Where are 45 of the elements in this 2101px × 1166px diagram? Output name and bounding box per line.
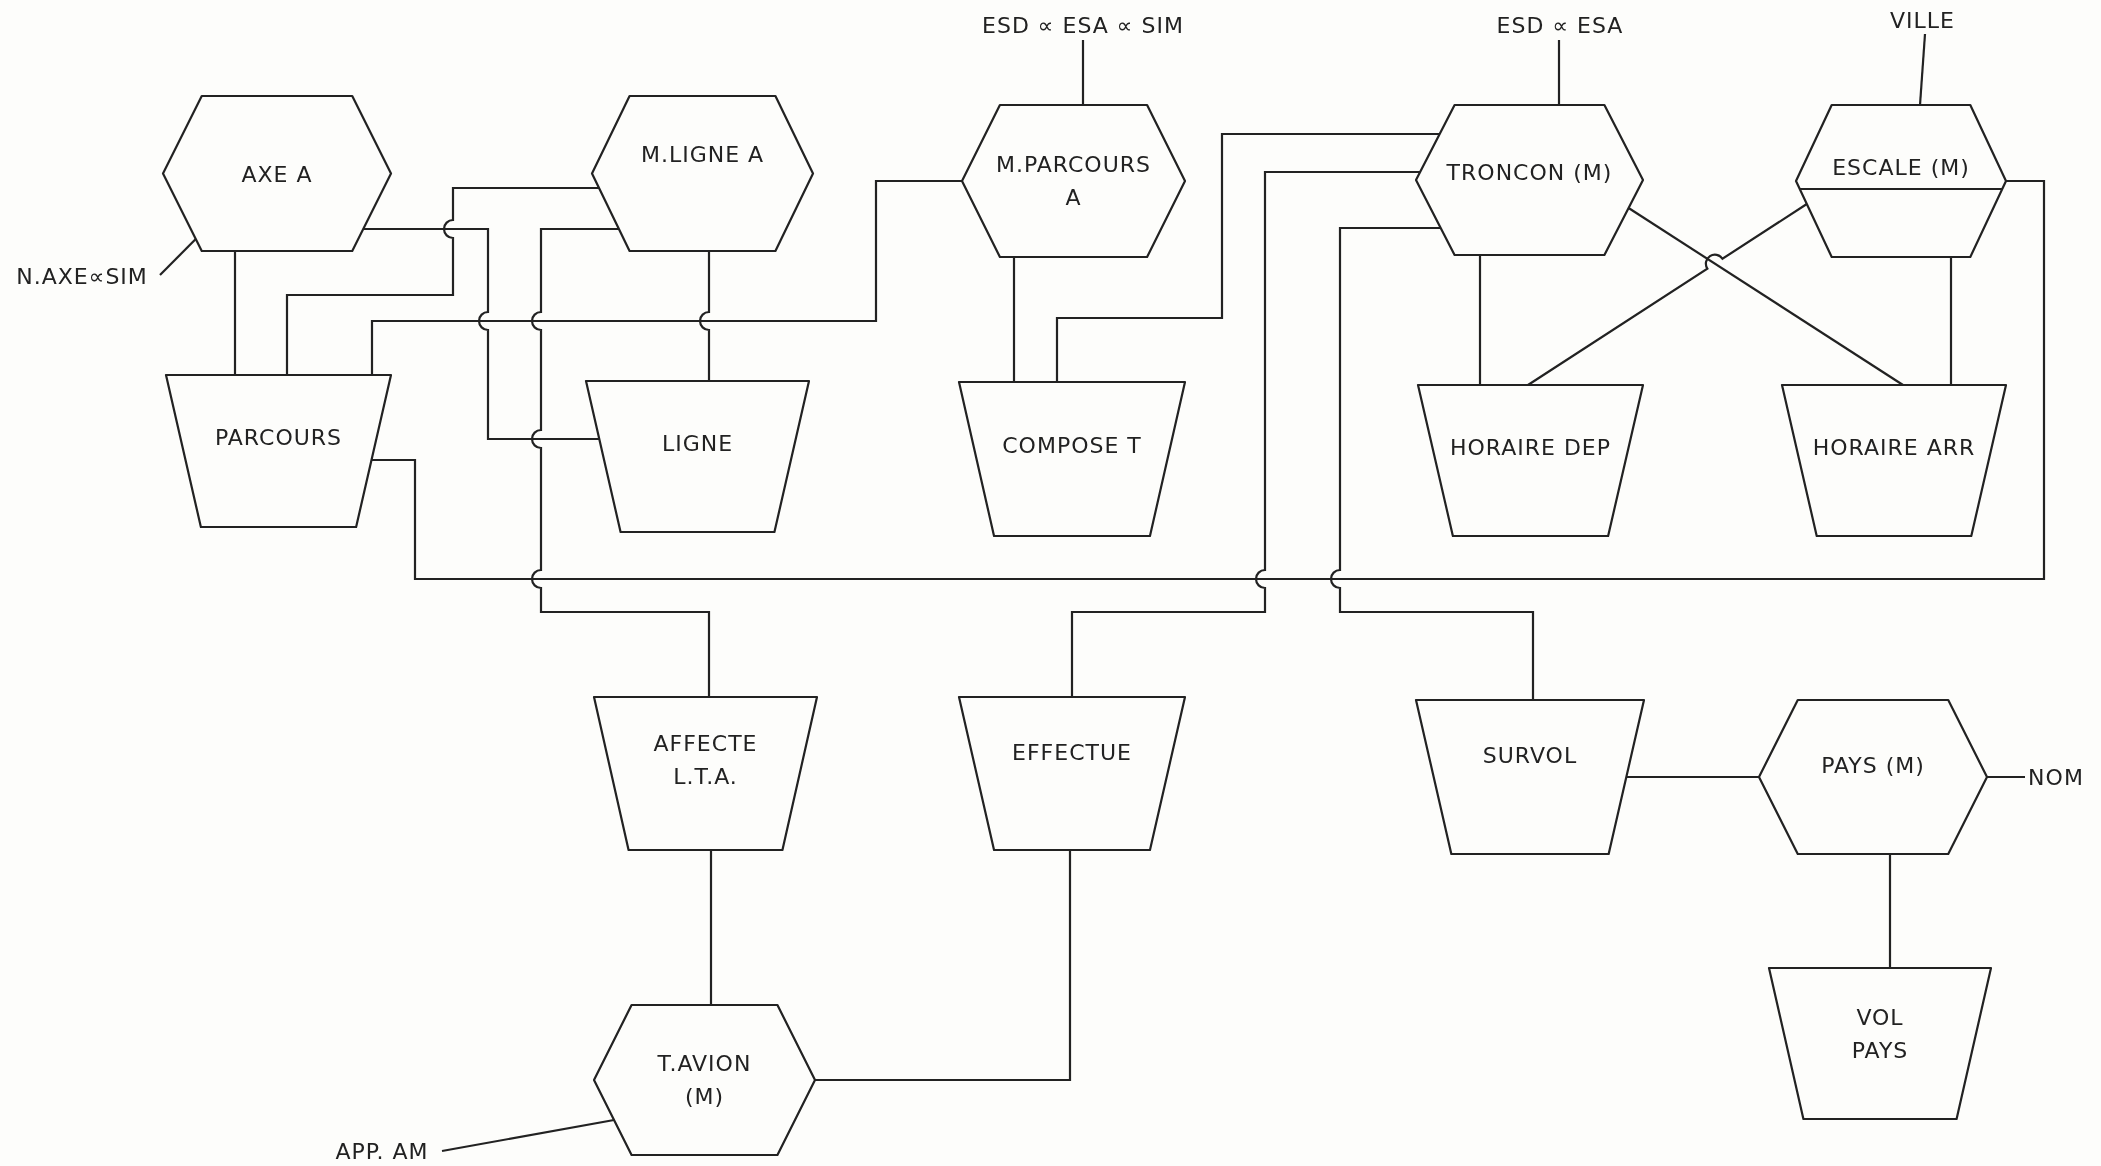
connector-line — [1628, 207, 1904, 386]
connector-line — [815, 850, 1072, 1082]
relationship-name: PARCOURS — [213, 423, 344, 452]
connector-line — [1527, 203, 1808, 386]
entity-name: ESCALE (M) — [1831, 153, 1971, 182]
relationship-name: HORAIRE DEP — [1448, 433, 1613, 461]
entity-name: M.PARCOURS A — [994, 151, 1153, 212]
connector-line — [1478, 255, 1482, 385]
connector-line — [1012, 257, 1016, 382]
connector-line — [1987, 775, 2025, 779]
connector-line — [698, 251, 711, 381]
relationship-name: HORAIRE ARR — [1811, 433, 1977, 461]
connector-line — [531, 227, 711, 697]
connector-line — [1081, 40, 1085, 105]
attribute-label: ESD ∝ ESA ∝ SIM — [955, 10, 1211, 40]
entity-name: TRONCON (M) — [1445, 158, 1614, 187]
entity-name: PAYS (M) — [1820, 751, 1926, 780]
attribute-label: NOM — [2025, 763, 2087, 791]
connector-line — [1070, 170, 1421, 697]
relationship-name: COMPOSE T — [1001, 431, 1143, 460]
connector-line — [1626, 775, 1759, 779]
relationship-name: SURVOL — [1481, 741, 1579, 770]
attribute-label: APP. AM — [322, 1137, 442, 1165]
relationship-name: EFFECTUE — [1011, 738, 1133, 766]
connector-line — [159, 238, 197, 276]
relationship-name: VOL PAYS — [1850, 1003, 1910, 1065]
connector-line — [709, 850, 713, 1005]
connector-line — [370, 179, 962, 375]
entity-name: T.AVION (M) — [656, 1050, 753, 1111]
connector-line — [233, 251, 237, 375]
connector-line — [1557, 40, 1561, 105]
connector-line — [371, 179, 2046, 581]
connector-line — [1055, 132, 1440, 382]
attribute-label: N.AXE∝SIM — [4, 262, 160, 290]
attribute-label: ESD ∝ ESA — [1470, 10, 1650, 40]
entity-name: AXE A — [240, 160, 314, 188]
attribute-label: VILLE — [1880, 6, 1965, 34]
relationship-name: LIGNE — [660, 429, 735, 457]
connector-line — [441, 1118, 615, 1153]
connector-line — [1949, 257, 1953, 385]
connector-line — [1330, 226, 1535, 700]
connector-line — [1888, 854, 1892, 968]
connector-line — [1918, 33, 1927, 106]
entity-name: M.LIGNE A — [639, 140, 766, 168]
relationship-name: AFFECTE L.T.A. — [652, 729, 759, 791]
